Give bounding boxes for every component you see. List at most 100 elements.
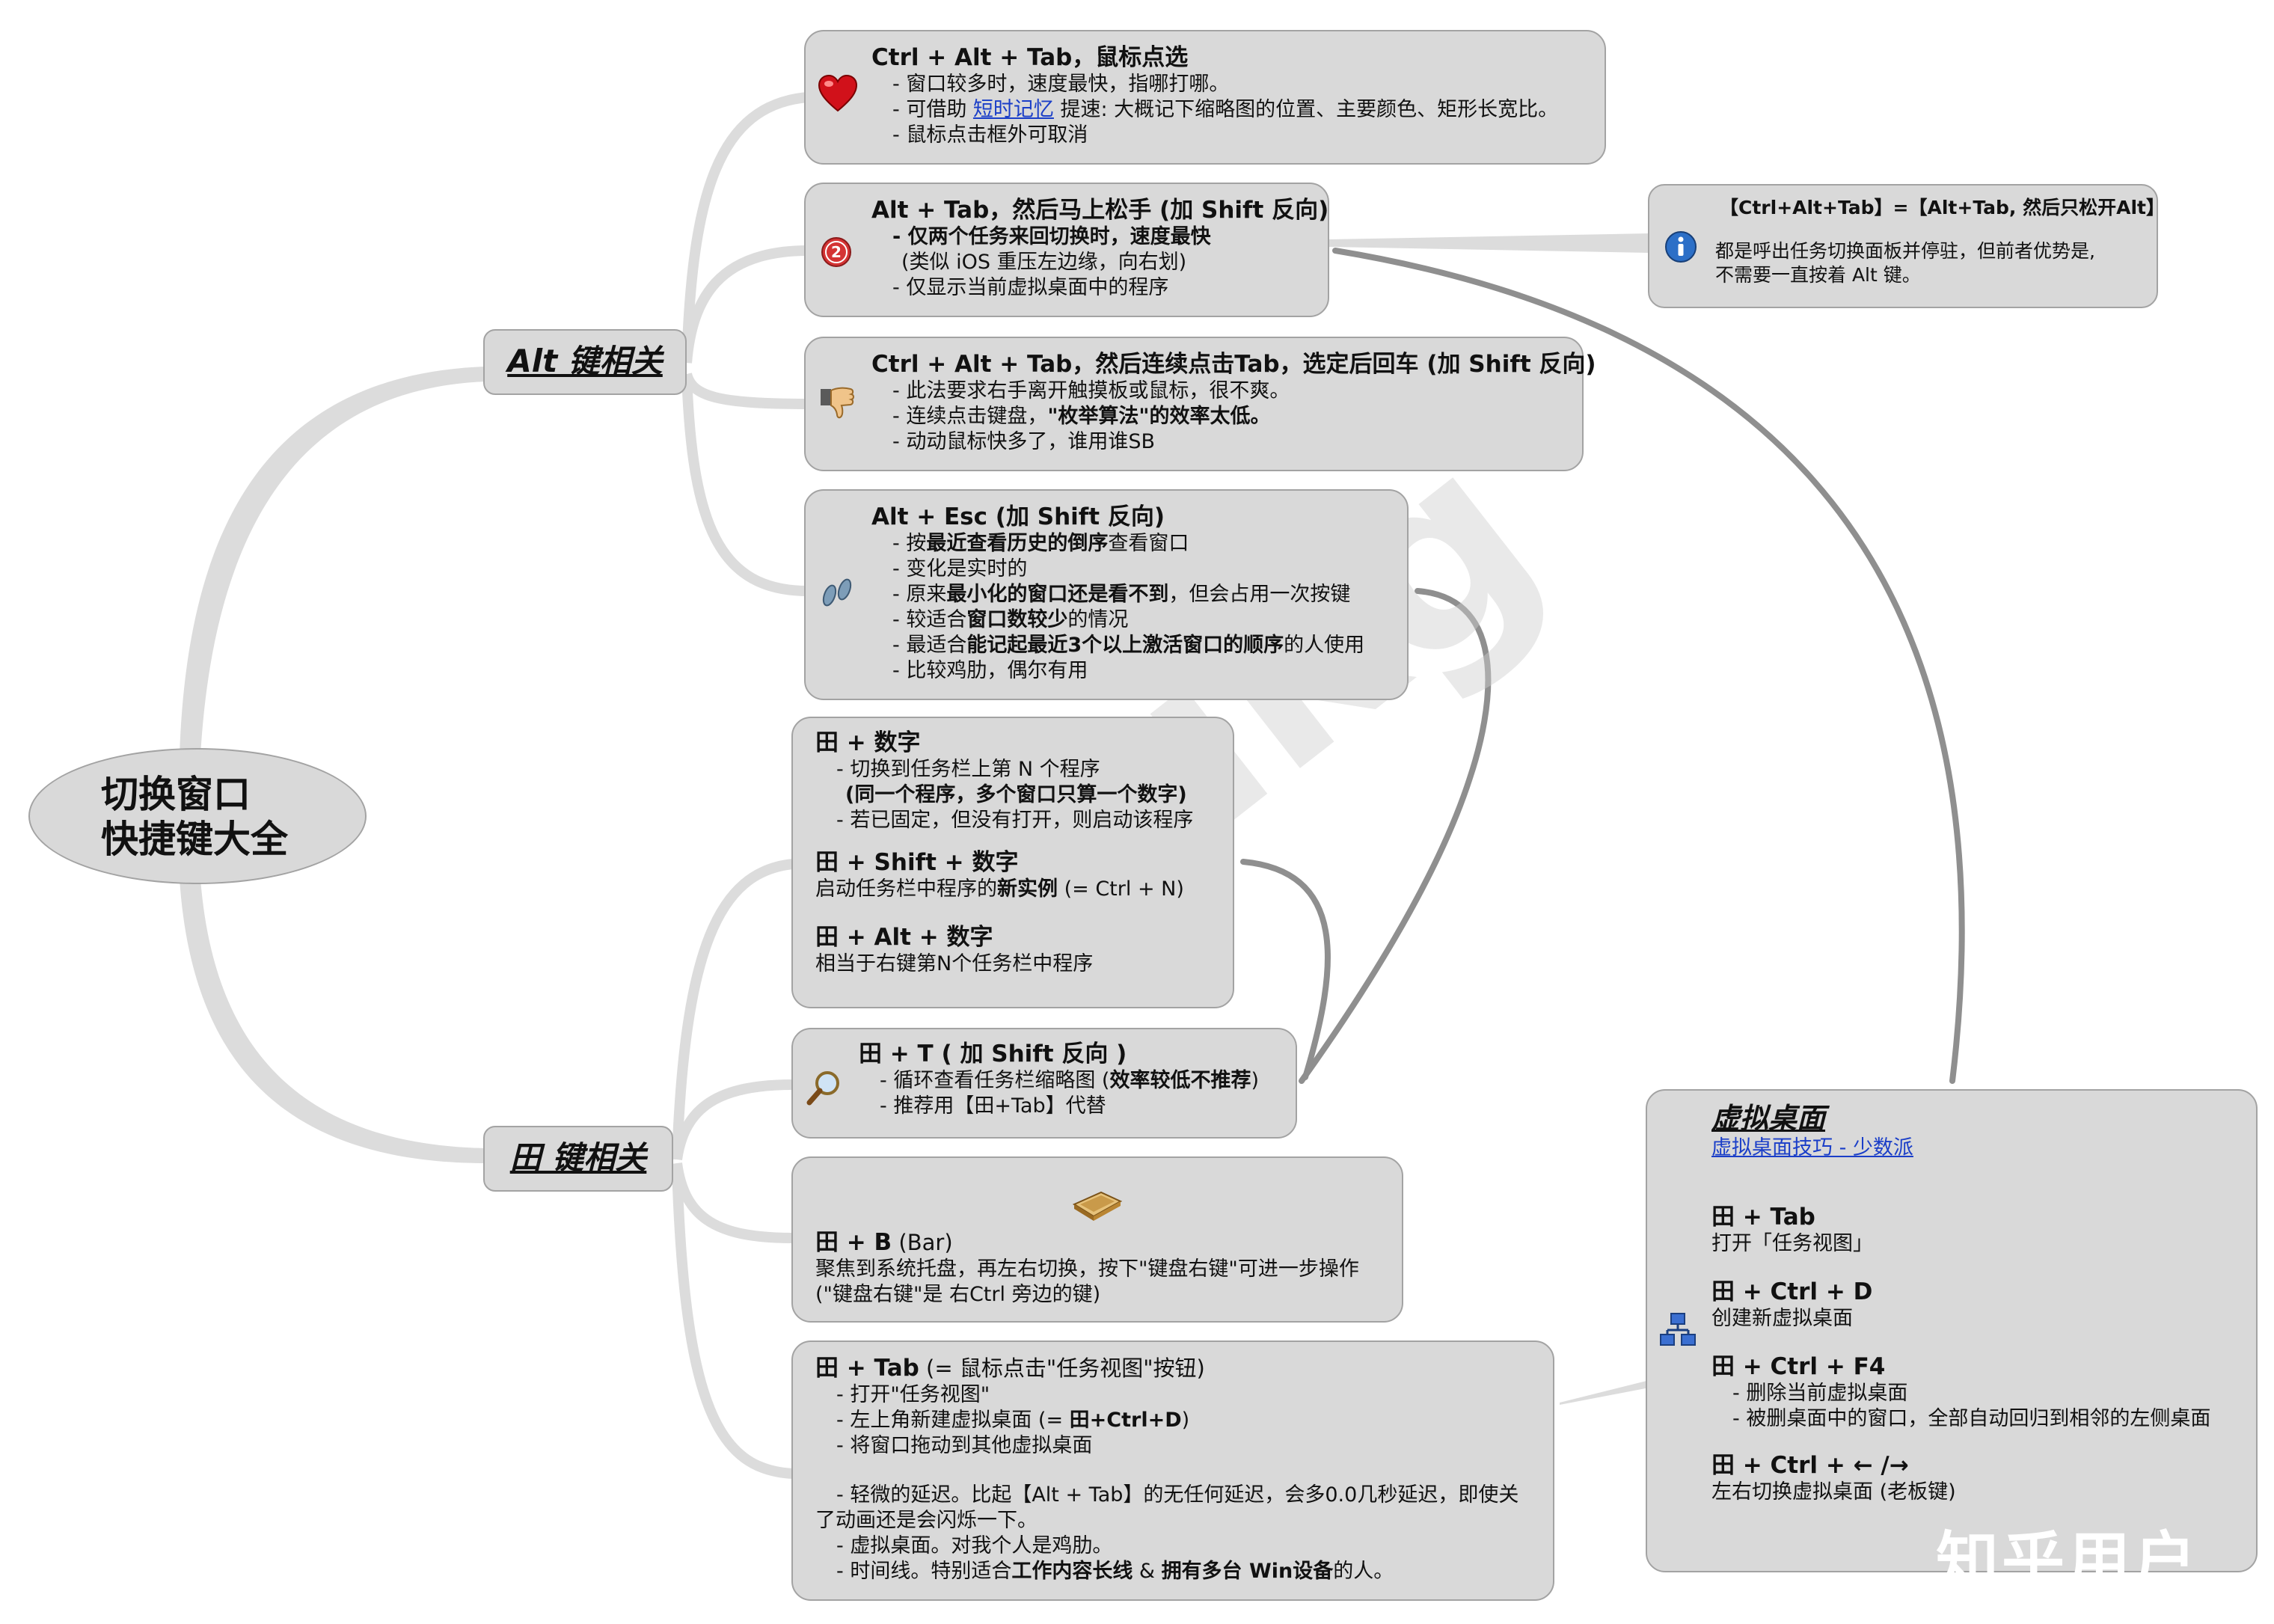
branch-alt: Alt 键相关 <box>483 329 687 395</box>
node-title: Ctrl + Alt + Tab，然后连续点击Tab，选定后回车 (加 Shif… <box>871 351 1596 378</box>
node-line: - 仅显示当前虚拟桌面中的程序 <box>892 276 1169 299</box>
magnifier-icon <box>806 1071 839 1106</box>
text-segment: - 循环查看任务栏缩略图 ( <box>880 1069 1110 1092</box>
node-line: - 动动鼠标快多了，谁用谁SB <box>892 430 1155 453</box>
text-segment: 最近查看历史的倒序 <box>926 532 1109 555</box>
info-icon <box>1665 231 1697 263</box>
thumbs-down-icon <box>821 387 854 419</box>
connector-n2-note <box>1328 233 1649 253</box>
heart-icon <box>818 75 858 112</box>
shortcut-title: 田 + Ctrl + F4 <box>1711 1353 1886 1380</box>
root-node: 切换窗口 快捷键大全 <box>28 748 367 884</box>
text-segment: 启动任务栏中程序的 <box>815 877 997 901</box>
node-line: - 窗口较多时，速度最快，指哪打哪。 <box>892 73 1230 96</box>
node-line: - 变化是实时的 <box>892 557 1028 580</box>
network-desktops-icon <box>1660 1313 1696 1346</box>
node-line: 了动画还是会闪烁一下。 <box>815 1509 1038 1532</box>
text-segment: - 最适合 <box>892 634 967 657</box>
root-title-line1: 切换窗口 <box>101 773 251 816</box>
node-line: - 鼠标点击框外可取消 <box>892 123 1088 147</box>
text-segment: 的情况 <box>1067 608 1129 631</box>
shortcut-title: 田 + Ctrl + ← /→ <box>1711 1452 1909 1479</box>
connector-alt-n2 <box>681 245 809 364</box>
node-title: Alt + Tab，然后马上松手 (加 Shift 反向) <box>871 197 1329 224</box>
node-title: 田 + B (Bar) <box>815 1228 1359 1257</box>
node-line: - 比较鸡肋，偶尔有用 <box>892 659 1088 682</box>
connector-root-win <box>180 879 486 1163</box>
connector-alt-n3 <box>681 372 809 409</box>
text-segment: - 时间线。特别适合 <box>836 1560 1012 1583</box>
connector-alt-n1 <box>681 92 809 364</box>
text-segment: 田 + B <box>815 1229 892 1256</box>
text-segment: & <box>1133 1560 1162 1583</box>
text-segment: 新实例 <box>997 877 1058 901</box>
node-line-with-link: - 可借助 短时记忆 提速: 大概记下缩略图的位置、主要颜色、矩形长宽比。 <box>871 97 1558 123</box>
node-line: - 轻微的延迟。比起【Alt + Tab】的无任何延迟，会多0.0几秒延迟，即使… <box>836 1483 1519 1507</box>
node-line: (同一个程序，多个窗口只算一个数字) <box>845 783 1187 806</box>
node-line: - 此法要求右手离开触摸板或鼠标，很不爽。 <box>892 379 1290 402</box>
text-segment: 查看窗口 <box>1108 532 1189 555</box>
tray-icon <box>1072 1191 1123 1221</box>
node-line: 打开「任务视图」 <box>1711 1232 1873 1255</box>
node-win-tab: 田 + Tab (= 鼠标点击"任务视图"按钮) - 打开"任务视图" - 左上… <box>791 1340 1554 1601</box>
node-ctrl-alt-tab-keyboard: Ctrl + Alt + Tab，然后连续点击Tab，选定后回车 (加 Shif… <box>804 337 1596 471</box>
node-line: - 将窗口拖动到其他虚拟桌面 <box>836 1434 1093 1457</box>
zhihu-user-watermark: 知乎用户 <box>1936 1525 2200 1598</box>
text-segment: 的人使用 <box>1284 634 1365 657</box>
text-segment: 最小化的窗口还是看不到 <box>946 583 1169 606</box>
node-line: (类似 iOS 重压左边缘，向右划) <box>901 251 1187 274</box>
node-line: - 原来最小化的窗口还是看不到，但会占用一次按键 <box>871 582 1364 607</box>
footprints-icon <box>822 578 852 607</box>
text-segment: (= Ctrl + N) <box>1058 877 1184 901</box>
node-title: Ctrl + Alt + Tab，鼠标点选 <box>871 44 1189 71</box>
shortcut-title: 田 + Ctrl + D <box>1711 1278 1873 1305</box>
relation-n2-vd <box>1332 248 1965 1084</box>
text-segment: - 可借助 <box>892 98 973 121</box>
connector-win-n7 <box>672 1162 794 1243</box>
text-segment: (Bar) <box>892 1230 953 1255</box>
text-segment: ) <box>1181 1409 1190 1432</box>
node-title: 田 + Tab (= 鼠标点击"任务视图"按钮) <box>815 1354 1518 1382</box>
node-line: - 删除当前虚拟桌面 <box>1732 1382 1908 1405</box>
node-alt-tab-release: 2 Alt + Tab，然后马上松手 (加 Shift 反向) - 仅两个任务来… <box>804 183 1329 317</box>
node-line: 启动任务栏中程序的新实例 (= Ctrl + N) <box>815 877 1193 902</box>
node-line: 创建新虚拟桌面 <box>1711 1307 1853 1330</box>
text-segment: 田+Ctrl+D <box>1069 1409 1182 1432</box>
shortcut-title: 田 + Alt + 数字 <box>815 924 993 951</box>
text-segment: 效率较低不推荐 <box>1109 1069 1251 1092</box>
connector-n8-vd <box>1560 1380 1649 1405</box>
text-segment: - 按 <box>892 532 927 555</box>
node-line: - 虚拟桌面。对我个人是鸡肋。 <box>836 1534 1113 1557</box>
node-line: - 最适合能记起最近3个以上激活窗口的顺序的人使用 <box>871 633 1364 658</box>
node-alt-esc: Alt + Esc (加 Shift 反向) - 按最近查看历史的倒序查看窗口 … <box>804 489 1409 700</box>
connector-win-n6 <box>672 1079 794 1161</box>
text-segment: 的人。 <box>1333 1560 1394 1583</box>
node-line: - 推荐用【田+Tab】代替 <box>880 1094 1106 1118</box>
relation-n5-n6 <box>1240 859 1331 1080</box>
branch-win: 田 键相关 <box>483 1126 673 1192</box>
node-line: - 较适合窗口数较少的情况 <box>871 607 1364 633</box>
node-title: 田 + T ( 加 Shift 反向 ) <box>859 1041 1127 1067</box>
text-segment: (= 鼠标点击"任务视图"按钮) <box>919 1355 1205 1381</box>
note-line: 都是呼出任务切换面板并停驻，但前者优势是, <box>1715 240 2095 262</box>
node-line: 聚焦到系统托盘，再左右切换，按下"键盘右键"可进一步操作 <box>815 1257 1359 1281</box>
node-line: - 时间线。特别适合工作内容长线 & 拥有多台 Win设备的人。 <box>815 1559 1518 1584</box>
connector-root-alt <box>180 367 486 756</box>
text-segment: 窗口数较少 <box>966 608 1068 631</box>
sspai-virtual-desktop-link[interactable]: 虚拟桌面技巧 - 少数派 <box>1711 1136 1913 1159</box>
text-segment: 拥有多台 Win设备 <box>1161 1560 1334 1583</box>
node-win-b: 田 + B (Bar) 聚焦到系统托盘，再左右切换，按下"键盘右键"可进一步操作… <box>791 1156 1403 1323</box>
node-line: - 左上角新建虚拟桌面 (= 田+Ctrl+D) <box>815 1408 1518 1433</box>
node-line: - 切换到任务栏上第 N 个程序 <box>836 758 1100 781</box>
text-segment: 工作内容长线 <box>1011 1560 1133 1583</box>
short-term-memory-link[interactable]: 短时记忆 <box>972 98 1054 121</box>
node-win-t: 田 + T ( 加 Shift 反向 ) - 循环查看任务栏缩略图 (效率较低不… <box>791 1028 1297 1139</box>
vd-title: 虚拟桌面 <box>1711 1102 1826 1135</box>
shortcut-title: 田 + Tab <box>1711 1204 1815 1231</box>
text-segment: 田 + Tab <box>815 1355 919 1382</box>
node-line: 左右切换虚拟桌面 (老板键) <box>1711 1480 1956 1504</box>
node-title: Alt + Esc (加 Shift 反向) <box>871 503 1165 530</box>
number-2-badge-icon: 2 <box>821 237 851 267</box>
text-segment: - 左上角新建虚拟桌面 (= <box>836 1409 1070 1432</box>
node-line: - 连续点击键盘，"枚举算法"的效率太低。 <box>871 404 1596 429</box>
